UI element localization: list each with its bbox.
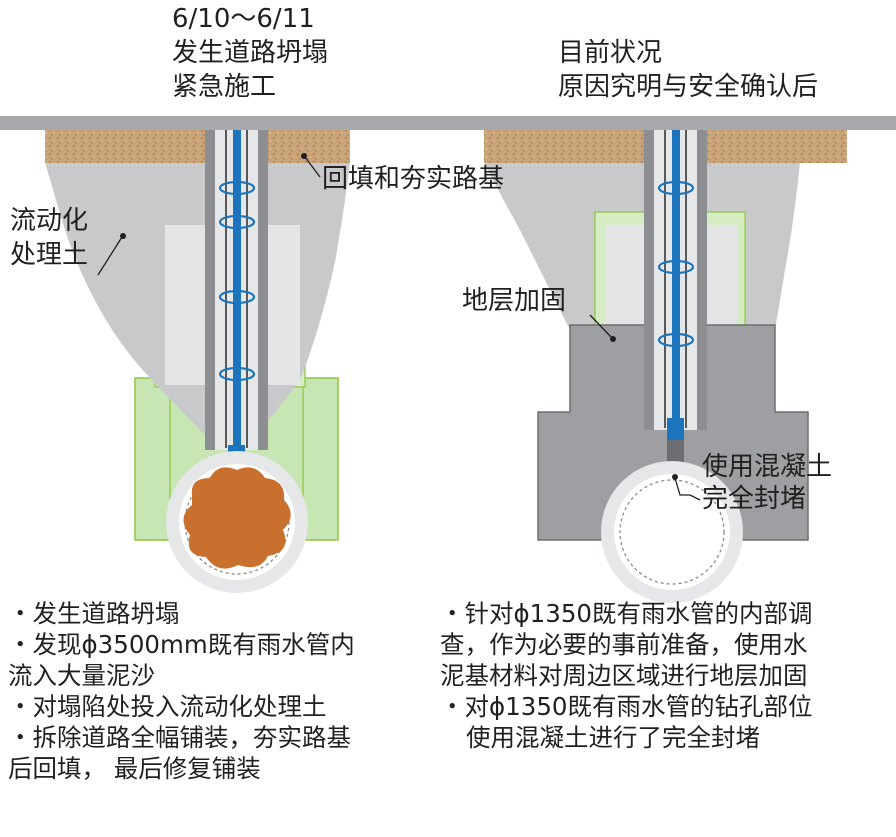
label-flow-soil-2: 处理土 (10, 240, 89, 270)
left-heading-line2: 紧急施工 (172, 72, 277, 102)
label-concrete-seal-1: 使用混凝土 (702, 452, 833, 482)
left-note-4: ・对塌陷处投入流动化处理土 (8, 692, 327, 721)
left-scene (45, 130, 350, 593)
left-note-2: ・发现ϕ3500mm既有雨水管内 (8, 630, 355, 659)
right-heading-line2: 原因究明与安全确认后 (558, 72, 819, 102)
label-ground-improvement: 地层加固 (462, 286, 567, 316)
left-mud-blob (183, 467, 291, 569)
label-concrete-seal-2: 完全封堵 (702, 484, 807, 514)
right-note-5: 使用混凝土进行了完全封堵 (466, 723, 760, 752)
right-topsoil-right (707, 130, 847, 163)
right-note-4: ・对ϕ1350既有雨水管的钻孔部位 (440, 692, 813, 721)
left-blue-pipe (233, 130, 241, 448)
left-heading-date: 6/10～6/11 (172, 4, 315, 34)
right-pipe-tip (667, 418, 684, 440)
left-note-6: 后回填， 最后修复铺装 (8, 754, 261, 783)
left-note-3: 流入大量泥沙 (8, 661, 155, 690)
road-surface (0, 116, 896, 130)
right-note-1: ・针对ϕ1350既有雨水管的内部调 (440, 599, 813, 628)
right-note-2: 查，作为必要的事前准备，使用水 (440, 630, 808, 659)
right-notes: ・针对ϕ1350既有雨水管的内部调 查，作为必要的事前准备，使用水 泥基材料对周… (440, 598, 813, 753)
right-note-3: 泥基材料对周边区域进行地层加固 (440, 661, 808, 690)
left-note-1: ・发生道路坍塌 (8, 599, 180, 628)
left-note-5: ・拆除道路全幅铺装，夯实路基 (8, 723, 351, 752)
right-topsoil-left (484, 130, 644, 163)
left-topsoil-left (45, 130, 205, 163)
right-scene (484, 130, 847, 603)
right-blue-pipe (672, 130, 680, 420)
left-topsoil-right (268, 130, 350, 163)
left-notes: ・发生道路坍塌 ・发现ϕ3500mm既有雨水管内 流入大量泥沙 ・对塌陷处投入流… (8, 598, 355, 784)
right-heading-line1: 目前状况 (558, 38, 663, 68)
left-heading-line1: 发生道路坍塌 (172, 38, 329, 68)
label-flow-soil-1: 流动化 (10, 206, 89, 236)
label-backfill: 回填和夯实路基 (322, 164, 505, 194)
